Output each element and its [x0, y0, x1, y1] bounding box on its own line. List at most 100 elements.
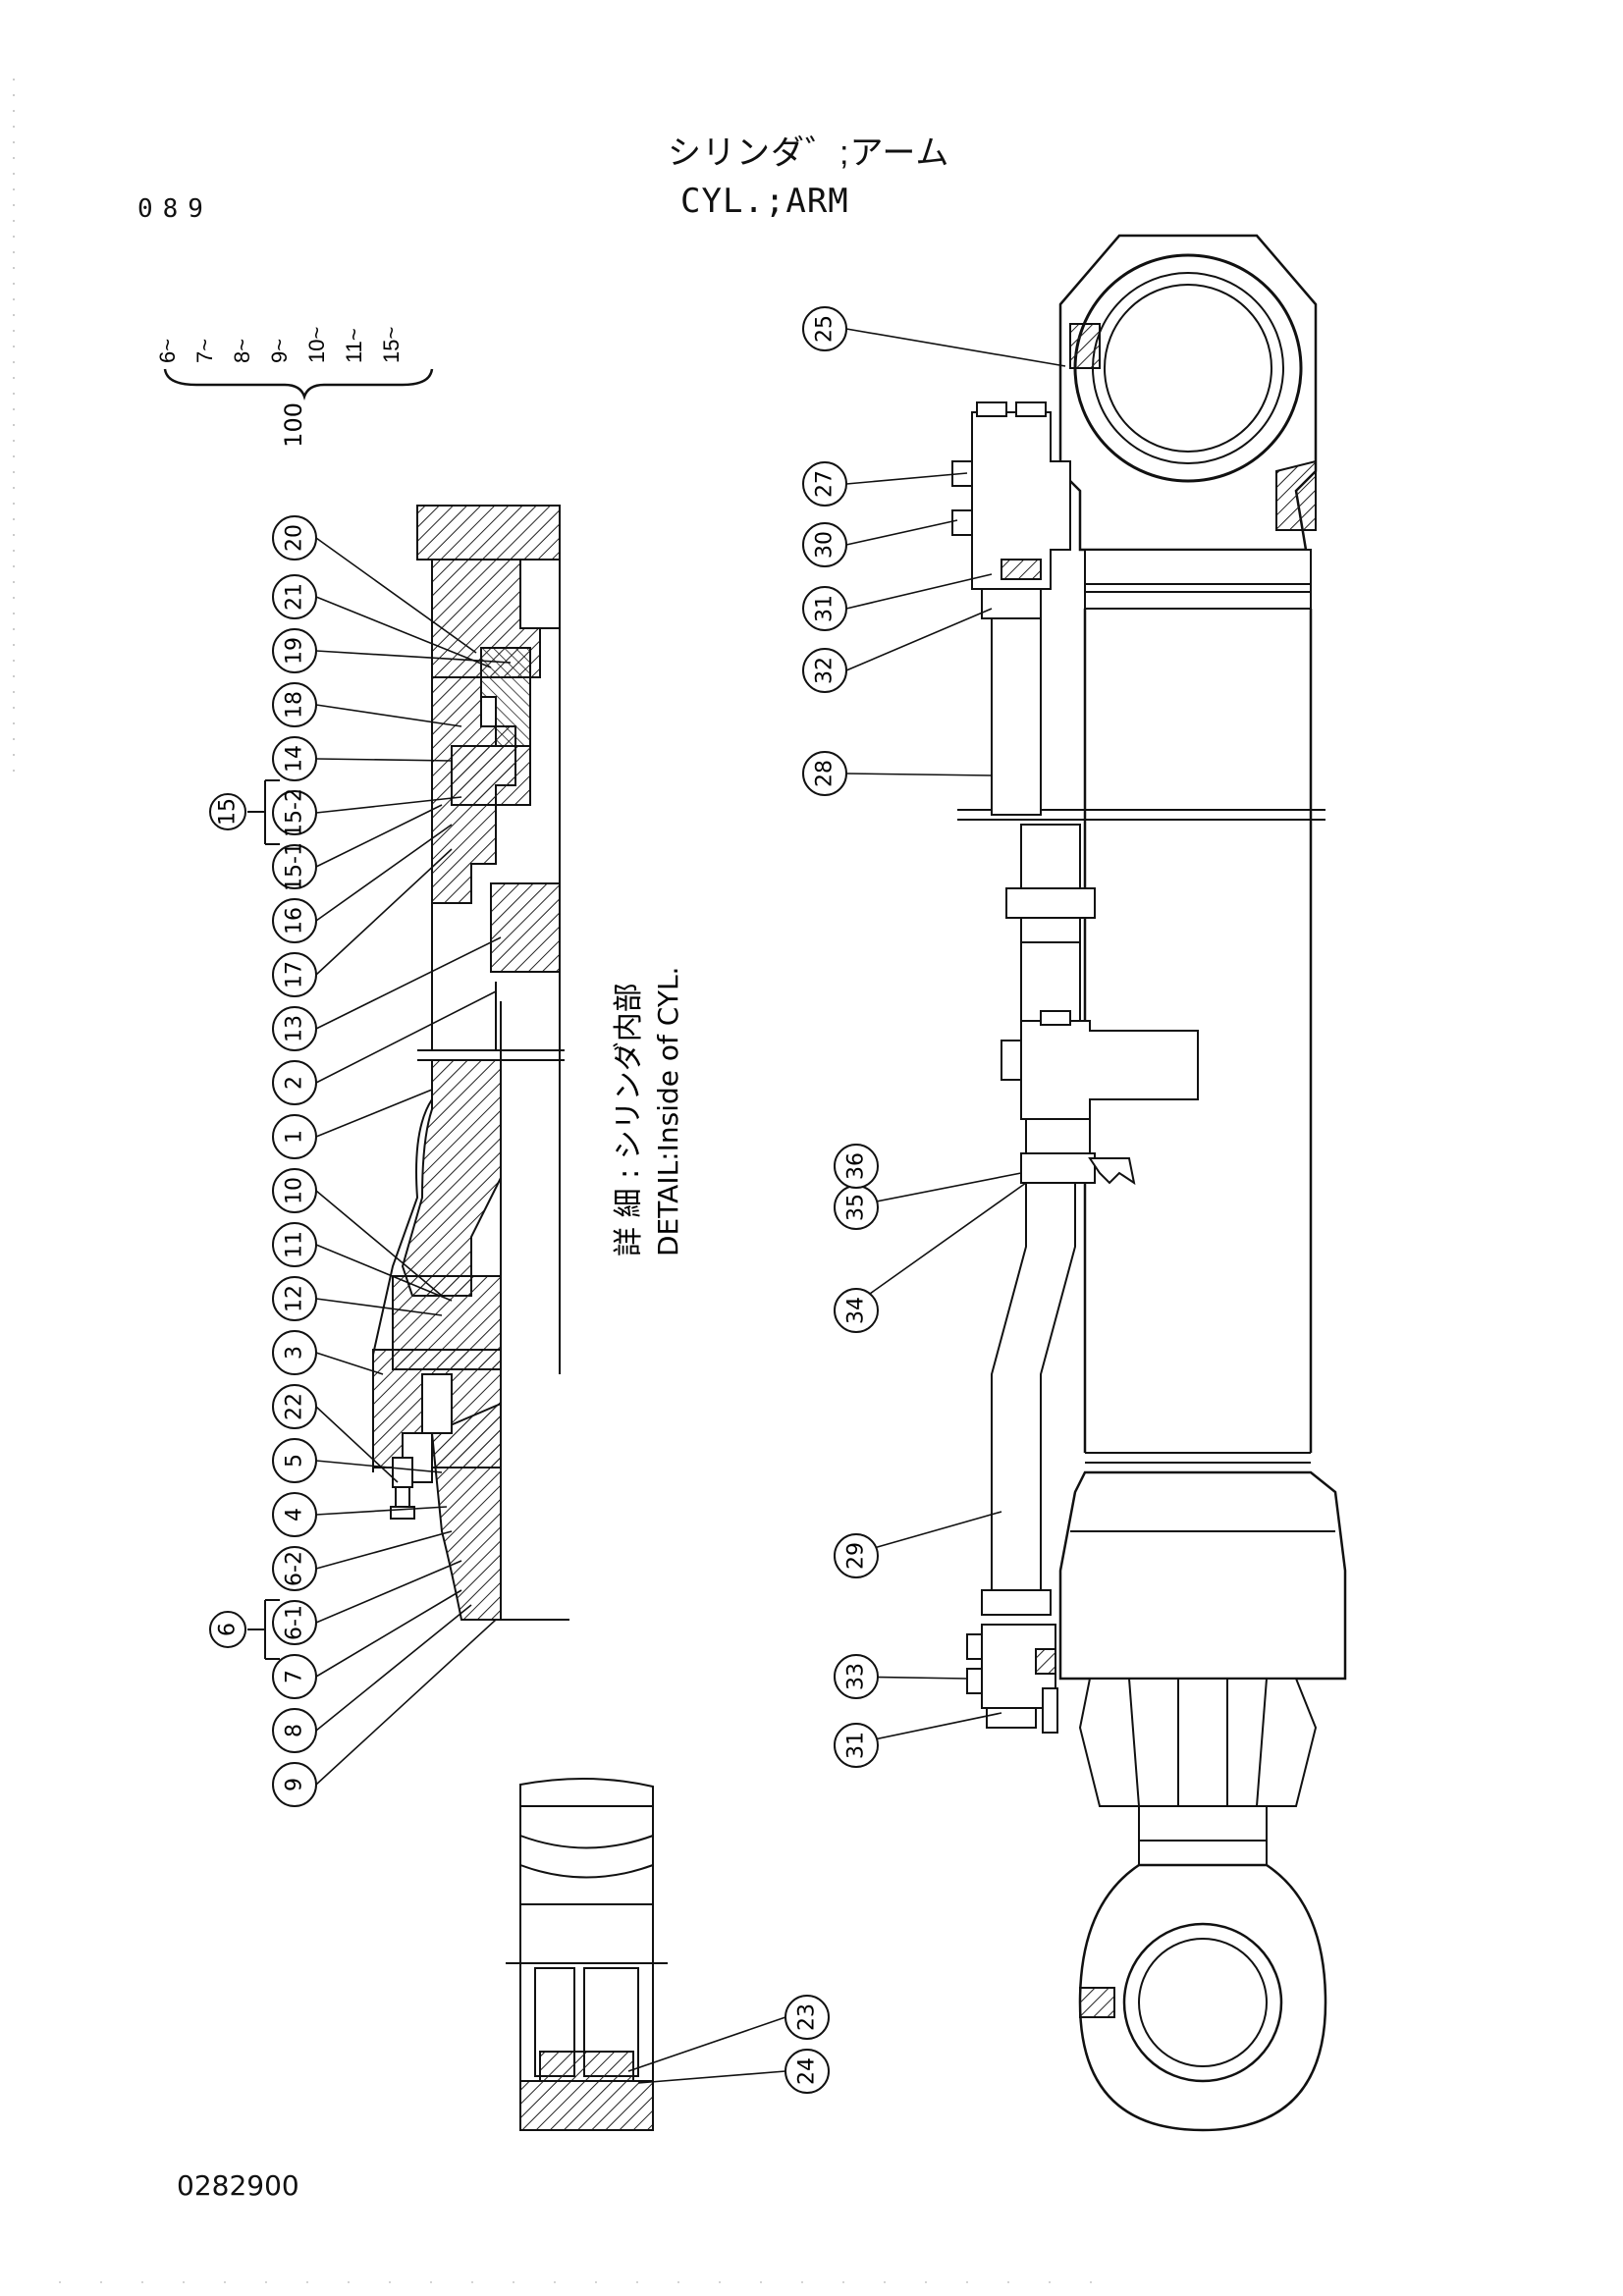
callout-10: 10 — [272, 1168, 317, 1213]
callout-24-label: 24 — [795, 2057, 820, 2085]
rod-detail — [506, 1778, 786, 2131]
kit-member: 7~ — [192, 339, 217, 363]
callout-18-label: 18 — [283, 691, 307, 719]
callout-25: 25 — [802, 306, 847, 351]
group-6-bracket: 6 — [209, 1599, 280, 1660]
callout-5-label: 5 — [283, 1454, 307, 1468]
callout-18: 18 — [272, 682, 317, 727]
page-number: 089 — [137, 194, 213, 224]
callout-31-circle — [802, 586, 847, 631]
callout-17: 17 — [272, 952, 317, 997]
callout-7: 7 — [272, 1654, 317, 1699]
callout-10-label: 10 — [283, 1177, 307, 1204]
callout-16: 16 — [272, 898, 317, 943]
callout-13: 13 — [272, 1006, 317, 1051]
callout-33-circle — [834, 1654, 879, 1699]
callout-5: 5 — [272, 1438, 317, 1483]
callout-27-circle — [802, 461, 847, 507]
callout-24-circle — [784, 2049, 830, 2094]
callout-28-label: 28 — [813, 760, 838, 787]
callout-6-1: 6-1 — [272, 1600, 317, 1645]
callout-33-label: 33 — [844, 1663, 869, 1690]
callout-20-label: 20 — [283, 524, 307, 552]
callout-31-lower: 31 — [834, 1723, 879, 1768]
callout-12: 12 — [272, 1276, 317, 1321]
callout-23: 23 — [784, 1995, 830, 2040]
callout-15-1-label: 15-1 — [283, 842, 307, 891]
callout-28-circle — [802, 751, 847, 796]
kit-member: 10~ — [304, 327, 329, 363]
callout-23-label: 23 — [795, 2003, 820, 2031]
callout-28: 28 — [802, 751, 847, 796]
callout-6-2: 6-2 — [272, 1546, 317, 1591]
callout-15-2: 15-2 — [272, 788, 317, 837]
callout-1: 1 — [272, 1114, 317, 1159]
callout-3-label: 3 — [283, 1346, 307, 1360]
callout-36: 36 — [834, 1144, 879, 1189]
callout-17-label: 17 — [283, 961, 307, 988]
callout-13-label: 13 — [283, 1015, 307, 1042]
callout-15-2-label: 15-2 — [283, 788, 307, 837]
callout-19-label: 19 — [283, 637, 307, 665]
callout-2-label: 2 — [283, 1076, 307, 1090]
callout-12-label: 12 — [283, 1285, 307, 1312]
callout-34-label: 34 — [844, 1297, 869, 1324]
callout-32-label: 32 — [813, 657, 838, 684]
callout-20: 20 — [272, 515, 317, 561]
callout-32: 32 — [802, 648, 847, 693]
callout-3: 3 — [272, 1330, 317, 1375]
callout-8: 8 — [272, 1708, 317, 1753]
callout-9-label: 9 — [283, 1778, 307, 1791]
callout-14-label: 14 — [283, 745, 307, 773]
callout-21-label: 21 — [283, 583, 307, 611]
title-japanese: シリンダ゛;アーム — [668, 134, 950, 172]
group-15-bracket: 15 — [209, 779, 280, 845]
kit-100-group: 6~7~8~9~10~11~15~ 100 — [155, 327, 434, 448]
callout-22-label: 22 — [283, 1393, 307, 1420]
callout-30-label: 30 — [813, 531, 838, 559]
callout-4-label: 4 — [283, 1508, 307, 1522]
callout-11: 11 — [272, 1222, 317, 1267]
callout-36-circle — [834, 1144, 879, 1189]
callout-36-label: 36 — [844, 1152, 869, 1180]
callout-16-label: 16 — [283, 907, 307, 934]
callout-9: 9 — [272, 1762, 317, 1807]
callout-31: 31 — [802, 586, 847, 631]
callout-7-label: 7 — [283, 1670, 307, 1683]
title-english: CYL.;ARM — [680, 182, 849, 221]
callout-15-1: 15-1 — [272, 842, 317, 891]
callout-32-circle — [802, 648, 847, 693]
callout-27-label: 27 — [813, 470, 838, 498]
drawing-code: 0282900 — [177, 2169, 299, 2202]
callout-25-label: 25 — [813, 315, 838, 343]
callout-33: 33 — [834, 1654, 879, 1699]
callout-30-circle — [802, 522, 847, 567]
callout-31-lower-circle — [834, 1723, 879, 1768]
callout-14: 14 — [272, 736, 317, 781]
kit-member: 11~ — [342, 328, 366, 363]
callout-34: 34 — [834, 1288, 879, 1333]
group-15-label: 15 — [216, 798, 241, 826]
callout-1-label: 1 — [283, 1130, 307, 1144]
callout-21: 21 — [272, 574, 317, 619]
callout-6-1-label: 6-1 — [283, 1605, 307, 1640]
detail-note: 詳 細 : シリンダ内部 DETAIL:Inside of CYL. — [612, 967, 684, 1256]
callout-29-circle — [834, 1533, 879, 1578]
callout-6-2-label: 6-2 — [283, 1551, 307, 1586]
kit-member: 9~ — [267, 339, 292, 363]
callout-24: 24 — [784, 2049, 830, 2094]
callout-35: 35 — [834, 1185, 879, 1230]
callout-2: 2 — [272, 1060, 317, 1105]
kit-number: 100 — [280, 402, 307, 448]
callout-8-label: 8 — [283, 1724, 307, 1737]
callout-35-label: 35 — [844, 1194, 869, 1221]
callout-19: 19 — [272, 628, 317, 673]
callout-22: 22 — [272, 1384, 317, 1429]
callout-23-circle — [784, 1995, 830, 2040]
section-detail — [372, 505, 569, 1621]
callout-29-label: 29 — [844, 1542, 869, 1570]
callout-25-circle — [802, 306, 847, 351]
callout-29: 29 — [834, 1533, 879, 1578]
callout-31-lower-label: 31 — [844, 1732, 869, 1759]
